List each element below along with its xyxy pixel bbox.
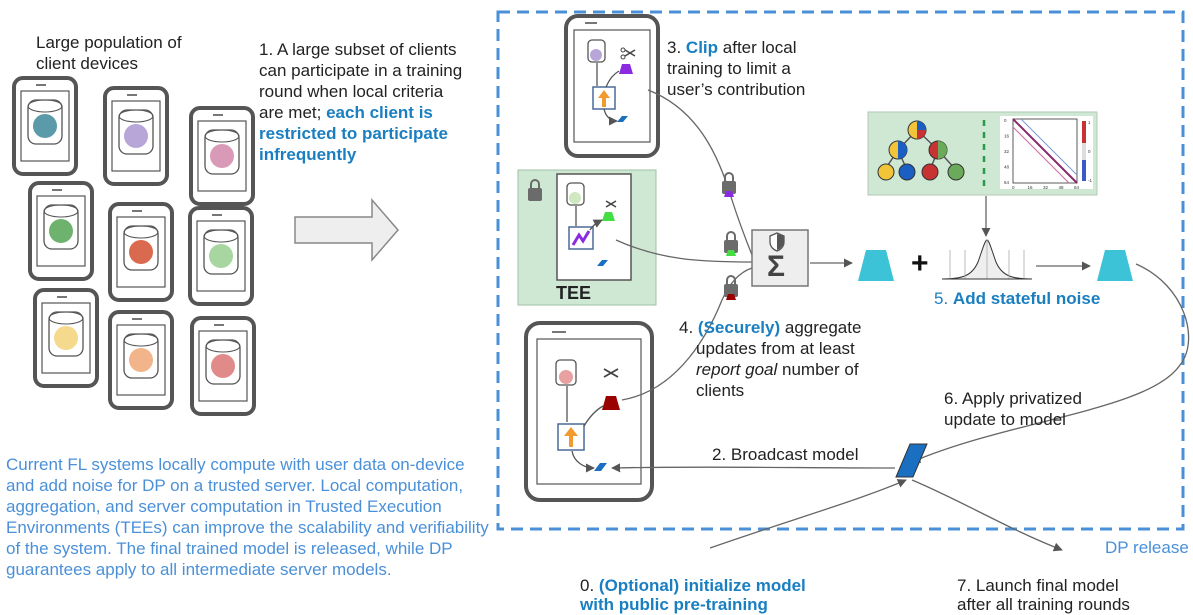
step4-line3-rest: number of bbox=[782, 360, 859, 379]
step4-bold: (Securely) bbox=[697, 318, 781, 337]
step1-bold-line2: infrequently bbox=[259, 145, 357, 164]
device-top bbox=[564, 14, 660, 158]
client-devices bbox=[12, 76, 256, 416]
step4-rest: aggregate bbox=[784, 318, 862, 337]
client-device bbox=[190, 316, 256, 416]
client-device bbox=[188, 206, 254, 306]
step1-line1: 1. A large subset of clients bbox=[259, 40, 457, 59]
step4-line3: report goal number of bbox=[696, 359, 859, 380]
client-device bbox=[103, 86, 169, 186]
population-label-2: client devices bbox=[36, 54, 139, 73]
client-device bbox=[28, 181, 94, 281]
step3-rest: after local bbox=[722, 38, 797, 57]
heatmap-xtick: 48 bbox=[1059, 185, 1065, 190]
sigma: Σ bbox=[767, 250, 786, 283]
step1-line4-text: are met; bbox=[259, 103, 322, 122]
heatmap-ytick: 0 bbox=[1004, 118, 1007, 123]
client-data-dot bbox=[54, 326, 78, 350]
heatmap-xtick: 16 bbox=[1028, 185, 1034, 190]
step4-line2: updates from at least bbox=[696, 339, 855, 358]
heatmap-cbar-tick: -1 bbox=[1088, 178, 1092, 183]
tee-box bbox=[517, 169, 657, 306]
step7-line2: after all training rounds bbox=[957, 595, 1130, 614]
step3-line2: training to limit a bbox=[667, 59, 791, 78]
client-device bbox=[108, 310, 174, 410]
step1-bold-inline: each client is bbox=[326, 103, 433, 122]
step5-bold: Add stateful noise bbox=[952, 289, 1101, 308]
step7-line1: 7. Launch final model bbox=[957, 576, 1119, 595]
client-data-dot bbox=[209, 244, 233, 268]
client-device bbox=[12, 76, 78, 176]
step1-line2: can participate in a training bbox=[259, 61, 463, 80]
dp-release-label: DP release bbox=[1105, 538, 1189, 557]
client-data-dot bbox=[33, 114, 57, 138]
secure-aggregator bbox=[751, 229, 809, 287]
step0-prefix: 0. bbox=[580, 576, 595, 595]
step1-line3: round when local criteria bbox=[259, 82, 444, 101]
step3-line3: user’s contribution bbox=[667, 80, 806, 99]
global-model bbox=[895, 443, 928, 478]
step4-line1: 4. (Securely) aggregate bbox=[679, 317, 861, 338]
step1-bold-line1: restricted to participate bbox=[259, 124, 448, 143]
client-device bbox=[108, 202, 174, 302]
device-bottom bbox=[524, 321, 654, 502]
heatmap-cbar-tick: 1 bbox=[1088, 120, 1091, 125]
step4-italic: report goal bbox=[696, 360, 778, 379]
lock-green bbox=[723, 231, 739, 256]
heatmap-xtick: 64 bbox=[1074, 185, 1080, 190]
client-data-dot bbox=[210, 144, 234, 168]
heatmap-ytick: 64 bbox=[1004, 180, 1010, 185]
step2-label: 2. Broadcast model bbox=[712, 445, 859, 464]
tee-label: TEE bbox=[556, 283, 592, 303]
step5-prefix: 5. bbox=[934, 289, 949, 308]
client-device bbox=[33, 288, 99, 388]
heatmap-xtick: 0 bbox=[1012, 185, 1015, 190]
heatmap-xtick: 32 bbox=[1043, 185, 1049, 190]
step6-line2: update to model bbox=[944, 410, 1066, 429]
step3-bold: Clip bbox=[685, 38, 719, 57]
aggregate-update bbox=[858, 250, 894, 281]
noisy-update bbox=[1097, 250, 1133, 281]
client-data-dot bbox=[124, 124, 148, 148]
heatmap-ytick: 48 bbox=[1004, 165, 1010, 170]
client-device bbox=[189, 106, 255, 206]
heatmap-cbar-tick: 0 bbox=[1088, 149, 1091, 154]
client-data-dot bbox=[211, 354, 235, 378]
client-data-dot bbox=[129, 240, 153, 264]
step4-prefix: 4. bbox=[679, 318, 694, 337]
dp-release-boundary bbox=[496, 10, 1185, 531]
step5-label: 5. Add stateful noise bbox=[934, 288, 1100, 309]
gaussian-noise bbox=[941, 239, 1033, 280]
system-description: Current FL systems locally compute with … bbox=[6, 455, 489, 579]
client-data-dot bbox=[129, 348, 153, 372]
step3-line1: 3. Clip after local bbox=[667, 37, 796, 58]
step0-line2: with public pre-training bbox=[580, 595, 768, 614]
heatmap-ytick: 32 bbox=[1004, 149, 1010, 154]
client-data-dot bbox=[49, 219, 73, 243]
heatmap-ytick: 16 bbox=[1004, 134, 1010, 139]
step1-line4: are met; each client is bbox=[259, 102, 433, 123]
step4-line4: clients bbox=[696, 381, 745, 400]
step0-bold: (Optional) initialize model bbox=[598, 576, 806, 595]
step3-prefix: 3. bbox=[667, 38, 682, 57]
plus-sign: + bbox=[911, 247, 929, 280]
step0-line1: 0. (Optional) initialize model bbox=[580, 575, 806, 596]
step6-line1: 6. Apply privatized bbox=[944, 389, 1082, 408]
lock-purple bbox=[721, 172, 737, 197]
flow-arrow bbox=[294, 197, 399, 263]
lock-red bbox=[723, 275, 739, 300]
population-label-1: Large population of bbox=[36, 33, 182, 52]
